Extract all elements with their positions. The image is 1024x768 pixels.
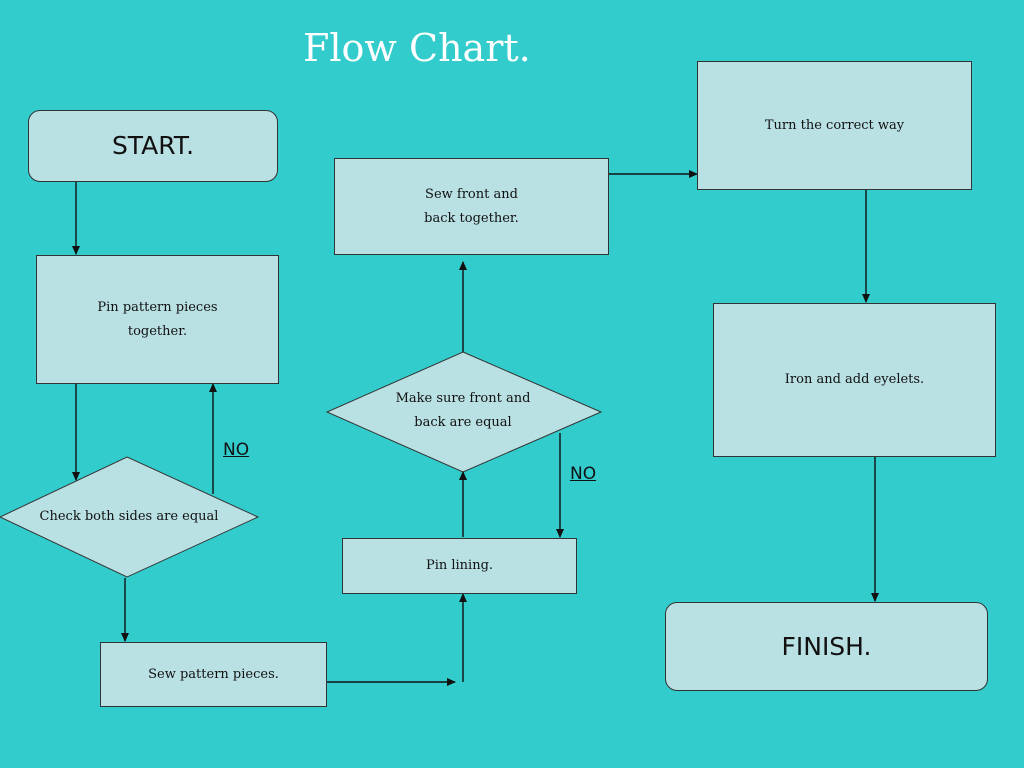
process-pin-lining-label: Pin lining. [425, 558, 494, 573]
process-sew-pattern: Sew pattern pieces. [100, 642, 327, 707]
finish-node: FINISH. [665, 602, 988, 691]
process-turn: Turn the correct way [697, 61, 972, 190]
process-turn-label: Turn the correct way [764, 118, 905, 133]
process-pin-pattern-label: Pin pattern pieces together. [97, 299, 218, 339]
process-sew-front-back-label: Sew front and back together. [424, 186, 519, 226]
decision-check-sides-label: Check both sides are equal [39, 509, 219, 524]
process-iron: Iron and add eyelets. [713, 303, 996, 457]
process-iron-label: Iron and add eyelets. [784, 372, 925, 387]
process-pin-pattern: Pin pattern pieces together. [36, 255, 279, 384]
process-pin-lining: Pin lining. [342, 538, 577, 594]
decision-check-sides-shape [0, 456, 260, 578]
decision-make-sure-label: Make sure front and back are equal [395, 391, 531, 430]
no-label-make-sure: NO [570, 464, 597, 484]
start-node-label: START. [111, 131, 195, 160]
finish-node-label: FINISH. [781, 631, 872, 661]
start-node: START. [28, 110, 278, 182]
page-title: Flow Chart. [303, 26, 531, 70]
process-sew-front-back: Sew front and back together. [334, 158, 609, 255]
no-label-check-sides: NO [223, 440, 250, 460]
process-sew-pattern-label: Sew pattern pieces. [148, 666, 279, 682]
